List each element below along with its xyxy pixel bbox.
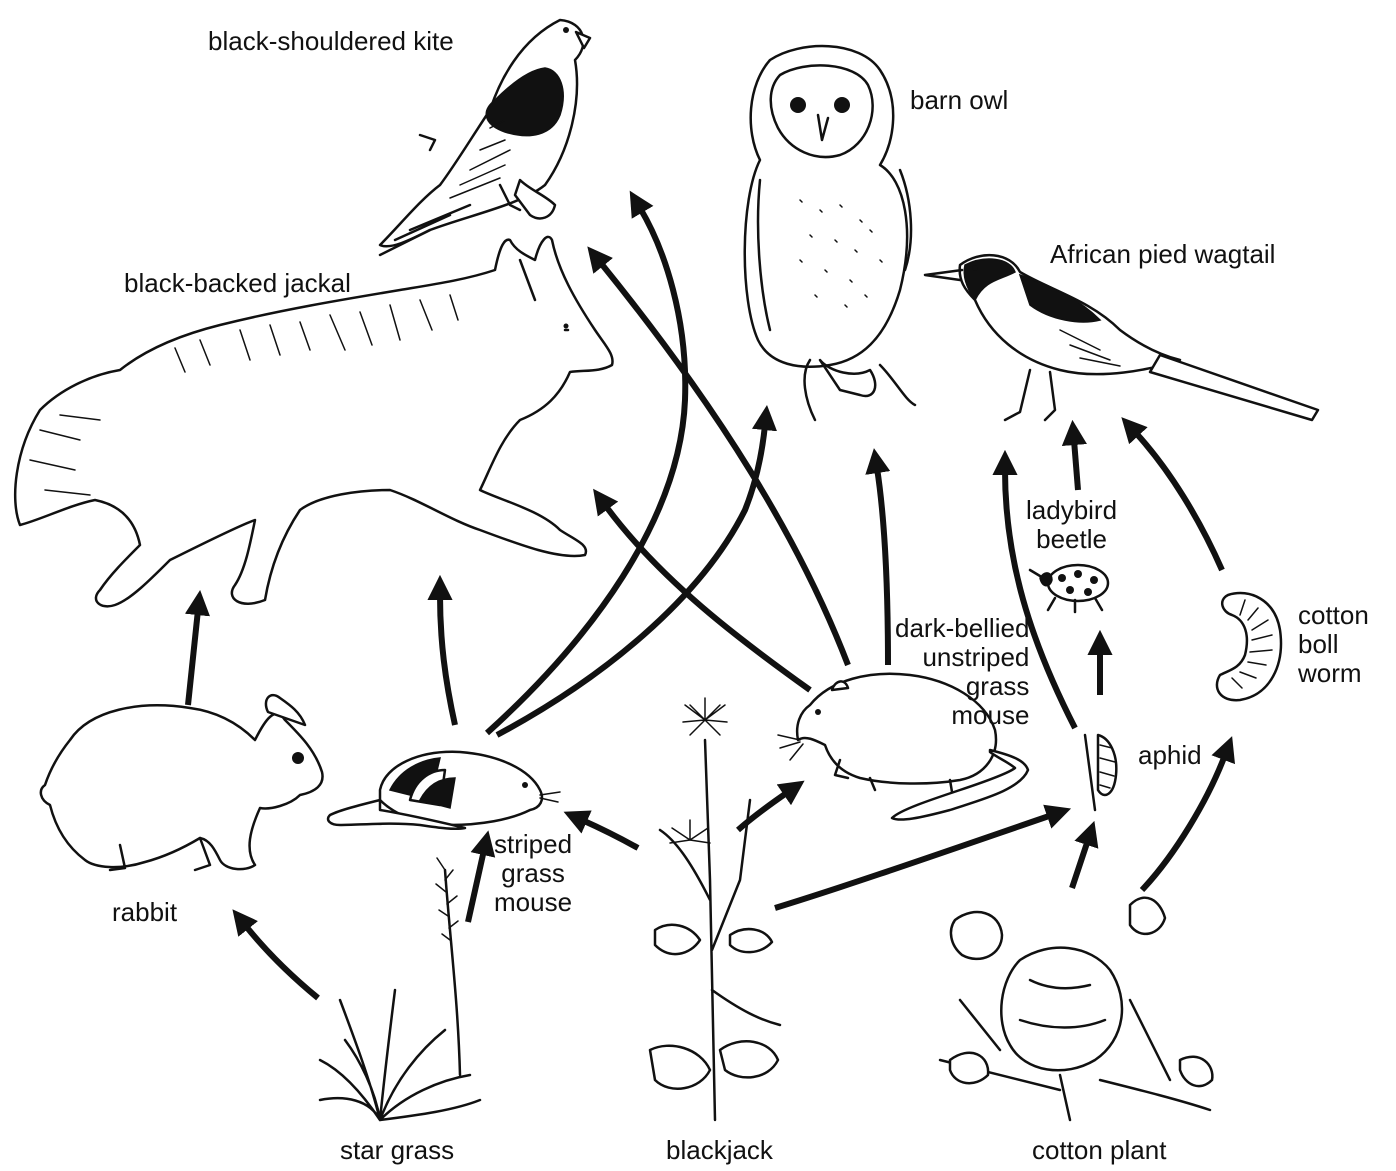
owl-illustration <box>745 46 915 420</box>
arrow-ladybird-to-wagtail <box>1074 440 1078 490</box>
label-blackjack: blackjack <box>666 1136 773 1165</box>
aphid-illustration <box>1085 735 1116 810</box>
ladybird-illustration <box>1030 565 1108 612</box>
arrow-rabbit-to-jackal <box>188 610 198 705</box>
cotton-boll-worm-illustration <box>1217 593 1281 700</box>
label-cotton-plant: cotton plant <box>1032 1136 1166 1165</box>
arrow-blackjack-to-aphid <box>775 815 1052 908</box>
label-star-grass: star grass <box>340 1136 454 1165</box>
arrow-star-grass-to-striped-mouse <box>468 850 484 922</box>
arrow-cotton-boll-worm-to-wagtail <box>1135 432 1222 570</box>
arrow-star-grass-to-rabbit <box>245 925 318 998</box>
label-striped-grass-mouse: striped grass mouse <box>494 830 572 917</box>
arrow-cotton-plant-to-aphid <box>1072 840 1088 888</box>
label-barn-owl: barn owl <box>910 86 1008 115</box>
label-black-shouldered-kite: black-shouldered kite <box>208 27 454 56</box>
arrow-striped-mouse-to-jackal <box>440 595 455 725</box>
label-black-backed-jackal: black-backed jackal <box>124 269 351 298</box>
star-grass-illustration <box>320 858 480 1120</box>
wagtail-illustration <box>925 255 1318 420</box>
arrow-dark-mouse-to-owl <box>877 468 888 665</box>
blackjack-illustration <box>650 698 780 1120</box>
label-dark-bellied-unstriped-grass-mouse: dark-bellied unstriped grass mouse <box>895 614 1029 730</box>
label-ladybird-beetle: ladybird beetle <box>1026 496 1117 554</box>
label-aphid: aphid <box>1138 741 1202 770</box>
cotton-plant-illustration <box>940 898 1212 1120</box>
label-african-pied-wagtail: African pied wagtail <box>1050 240 1275 269</box>
arrow-cotton-plant-to-cotton-boll-worm <box>1142 755 1225 890</box>
striped-mouse-illustration <box>328 752 560 829</box>
label-rabbit: rabbit <box>112 898 177 927</box>
arrow-blackjack-to-dark-mouse <box>738 792 788 830</box>
label-cotton-boll-worm: cotton boll worm <box>1298 601 1369 688</box>
arrow-dark-mouse-to-jackal <box>605 505 810 690</box>
arrow-blackjack-to-striped-mouse <box>582 820 638 848</box>
rabbit-illustration <box>41 695 323 870</box>
